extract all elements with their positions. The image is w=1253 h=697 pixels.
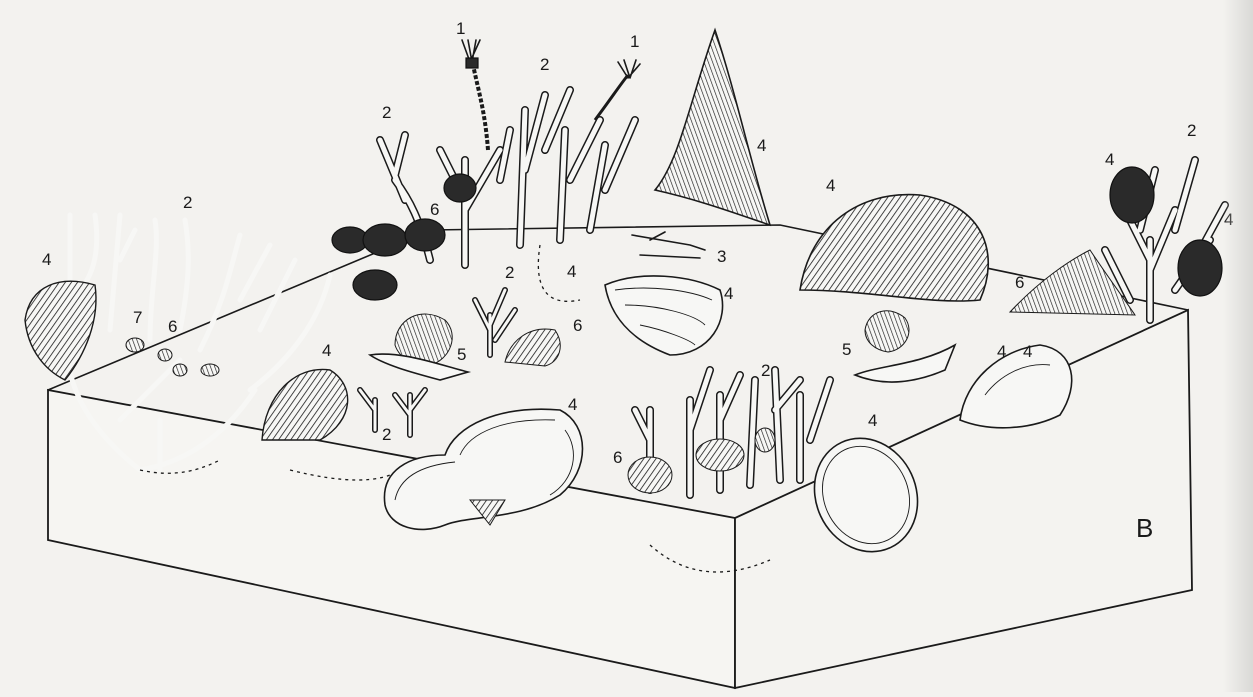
- ribbed-brachiopod-small: [262, 369, 348, 440]
- boat-shaped-brachiopod: [960, 345, 1072, 428]
- label-boat-brachiopod-2: 4: [1023, 342, 1032, 361]
- label-bryozoan-top: 2: [540, 55, 549, 74]
- gastropod-right: [855, 311, 955, 382]
- label-oval-brachiopod: 4: [868, 411, 877, 430]
- label-right-shell-upper: 4: [1105, 150, 1114, 169]
- label-bryozoan-low: 2: [382, 425, 391, 444]
- label-fan-brachiopod: 4: [826, 176, 835, 195]
- cone-encruster-right: [1010, 250, 1135, 315]
- label-reclining-brachiopod: 4: [568, 395, 577, 414]
- label-bryozoan-right: 2: [1187, 121, 1196, 140]
- cone-encruster-center: [505, 329, 560, 366]
- label-encruster-center: 6: [573, 316, 582, 335]
- attached-brachiopod-left: [25, 281, 96, 380]
- label-gastropod-right: 5: [842, 340, 851, 359]
- crinoid-right: [595, 60, 640, 120]
- label-buried-shell: 4: [567, 262, 576, 281]
- tall-triangular-brachiopod: [655, 30, 770, 225]
- label-crinoid-right: 1: [630, 32, 639, 51]
- panel-label: B: [1136, 513, 1153, 543]
- scan-shadow-edge: [1223, 0, 1253, 692]
- elongate-fragments: [632, 232, 705, 258]
- label-bryozoan-center: 2: [505, 263, 514, 282]
- label-bryozoan-lower: 2: [761, 361, 770, 380]
- bryozoan-thicket-lower: [628, 370, 830, 495]
- label-concave-brachiopod: 4: [724, 284, 733, 303]
- block-front-face: [48, 390, 735, 688]
- label-small-brachiopod: 4: [322, 341, 331, 360]
- label-tall-brachiopod: 4: [757, 136, 766, 155]
- large-fan-brachiopod: [800, 195, 988, 301]
- label-encruster-right: 6: [1015, 273, 1024, 292]
- bryozoan-tuft-low: [360, 390, 425, 435]
- block-side-face: [735, 310, 1192, 688]
- label-bryozoan-left: 2: [183, 193, 192, 212]
- label-left-brachiopod: 4: [42, 250, 51, 269]
- label-encruster-lower: 6: [613, 448, 622, 467]
- bryozoan-thicket-top: [332, 90, 635, 300]
- label-seven: 7: [133, 308, 142, 327]
- label-bryozoan-upper-left: 2: [382, 103, 391, 122]
- label-gastropod-left: 5: [457, 345, 466, 364]
- label-fragments: 3: [717, 247, 726, 266]
- label-encruster-left: 6: [168, 317, 177, 336]
- label-encruster-cluster: 6: [430, 200, 439, 219]
- bryozoan-tuft-center: [475, 290, 515, 355]
- gastropod-left: [370, 314, 468, 380]
- label-boat-brachiopod: 4: [997, 342, 1006, 361]
- label-crinoid-left: 1: [456, 19, 465, 38]
- concave-brachiopod-center: [605, 276, 723, 355]
- crinoid-left: [462, 40, 488, 150]
